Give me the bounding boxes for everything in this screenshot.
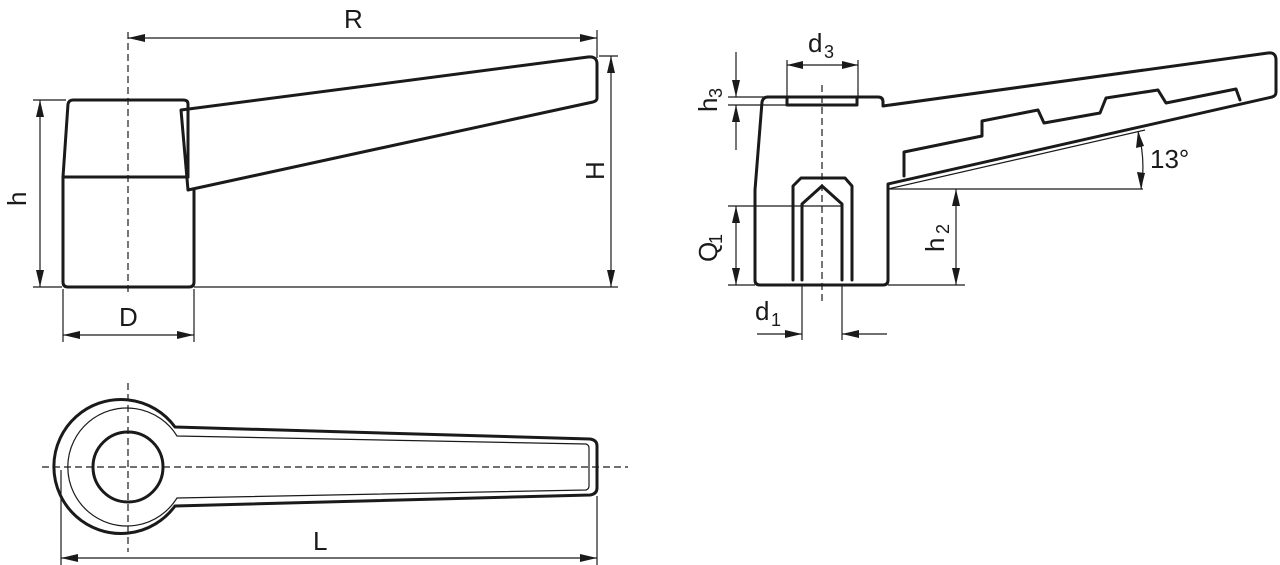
dim-h: h: [2, 99, 66, 288]
dim-angle: 13°: [887, 129, 1189, 190]
label-d1-sub: 1: [771, 310, 781, 330]
label-h3: h: [693, 98, 723, 112]
dim-h2: h 2: [888, 188, 1143, 286]
label-h: h: [2, 192, 32, 206]
dim-d3: d 3: [786, 28, 859, 96]
label-h2: h: [920, 238, 950, 252]
label-h3-sub: 3: [706, 88, 726, 98]
dim-Q1: Q 1: [693, 205, 802, 286]
dim-h3: h 3: [693, 52, 787, 150]
label-h2-sub: 2: [933, 224, 953, 234]
dim-D: D: [62, 289, 195, 342]
lever-arm-outline: [179, 55, 599, 192]
label-Q1: Q: [693, 242, 723, 262]
insert-outer: [791, 176, 854, 282]
lever-groove: [902, 87, 1242, 178]
top-outer-outline: [52, 398, 599, 535]
dim-R: R: [128, 4, 598, 58]
label-Q1-sub: 1: [706, 234, 726, 244]
label-D: D: [119, 302, 138, 332]
label-d1: d: [755, 296, 769, 326]
label-d3: d: [808, 28, 822, 58]
section-body-outline: [753, 51, 1278, 287]
side-view: R H h D: [2, 4, 618, 342]
top-inner-outline: [67, 407, 590, 527]
label-R: R: [344, 4, 363, 34]
top-view: L: [42, 383, 628, 565]
label-angle: 13°: [1150, 144, 1189, 174]
dim-L: L: [60, 470, 598, 565]
dim-d1: d 1: [755, 285, 887, 340]
dim-H: H: [580, 55, 618, 287]
label-L: L: [313, 526, 327, 556]
hub-upper-outline: [61, 98, 190, 179]
section-view: d 3 h 3 Q 1: [693, 28, 1278, 340]
label-H: H: [580, 161, 610, 180]
label-d3-sub: 3: [824, 42, 834, 62]
